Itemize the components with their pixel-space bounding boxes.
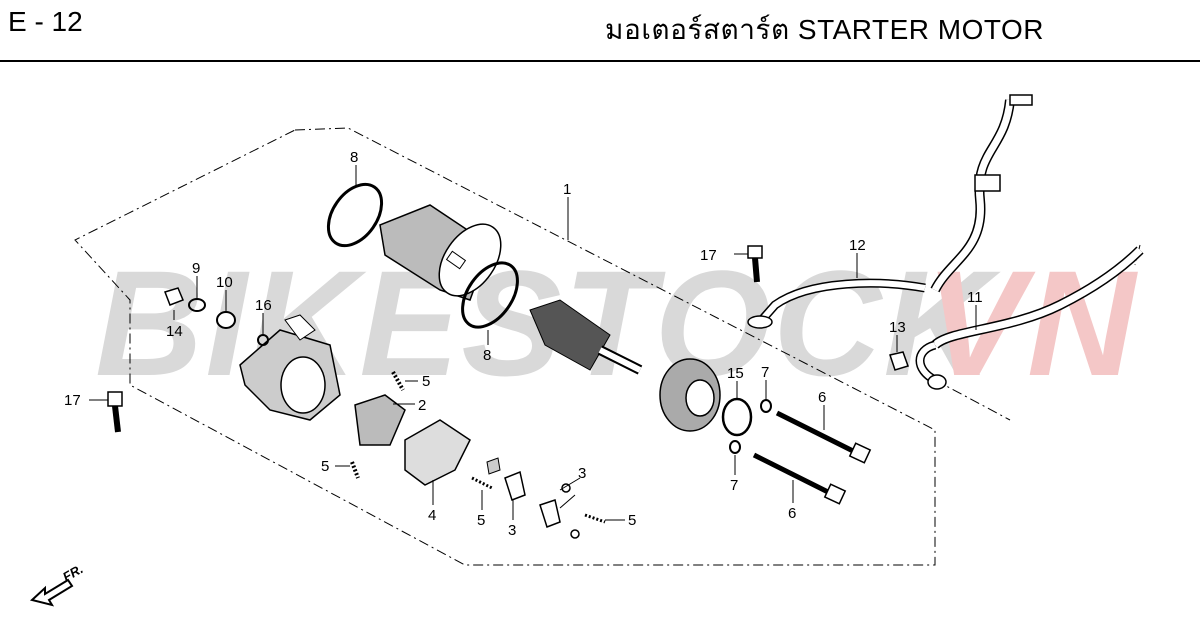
callout-3-right: 3 [578, 465, 586, 482]
callout-16: 16 [255, 297, 272, 314]
callout-6-top: 6 [818, 389, 826, 406]
callout-6-bottom: 6 [788, 505, 796, 522]
brush-set [404, 419, 471, 486]
callout-5-left: 5 [321, 458, 329, 475]
spring-top [391, 371, 405, 391]
callout-8-top: 8 [350, 149, 358, 166]
callout-9: 9 [192, 260, 200, 277]
callout-1: 1 [563, 181, 571, 198]
callout-17-top: 17 [700, 247, 717, 264]
callout-5-right: 5 [628, 512, 636, 529]
callout-8-lower: 8 [483, 347, 491, 364]
screw-b [570, 529, 580, 539]
callout-12: 12 [849, 237, 866, 254]
spring-mid [471, 476, 493, 490]
front-direction-arrow: FR. [29, 561, 86, 607]
terminal-b [539, 499, 561, 528]
o-ring-16 [257, 334, 269, 346]
callout-11: 11 [967, 289, 983, 306]
callout-5-top: 5 [422, 373, 430, 390]
washer-7-bottom [729, 440, 741, 454]
callout-13: 13 [889, 319, 906, 336]
spring-right [584, 513, 606, 524]
nut-13 [889, 351, 909, 371]
leader-lines [89, 165, 977, 521]
spring-left [350, 461, 360, 479]
bushing-10 [216, 311, 236, 329]
nut-14 [164, 287, 184, 306]
rear-cover [239, 314, 341, 421]
callout-7-top: 7 [761, 364, 769, 381]
callout-14: 14 [166, 323, 183, 340]
cable-12 [747, 278, 926, 329]
front-cover [659, 358, 721, 432]
watermark-accent: VN [925, 239, 1138, 407]
screw-a [561, 483, 571, 493]
title-rule [0, 60, 1200, 62]
o-ring-top [326, 182, 384, 248]
callout-4: 4 [428, 507, 436, 524]
motor-housing [379, 204, 502, 301]
page-title: มอเตอร์สตาร์ต STARTER MOTOR [605, 14, 1044, 45]
callout-17-left: 17 [64, 392, 81, 409]
bolt-17-top [747, 245, 763, 283]
callout-7-bottom: 7 [730, 477, 738, 494]
brush-holder [354, 394, 406, 446]
o-ring-lower [461, 261, 519, 329]
callout-10: 10 [216, 274, 233, 291]
bolt-6-top [775, 410, 872, 464]
callout-3-left: 3 [508, 522, 516, 539]
callout-5-mid: 5 [477, 512, 485, 529]
callout-2: 2 [418, 397, 426, 414]
front-direction-label: FR. [60, 561, 86, 584]
armature [529, 299, 643, 375]
outline-right [934, 244, 1141, 421]
bolt-6-bottom [752, 452, 847, 505]
bolt-17-left [107, 391, 123, 433]
terminal-cap [486, 457, 501, 475]
callout-15: 15 [727, 365, 744, 382]
cable-11 [915, 94, 1144, 390]
washer-9 [188, 298, 206, 312]
terminal-a [504, 470, 526, 501]
callouts: 8 1 17 12 9 10 14 16 8 13 11 5 2 15 7 6 … [64, 149, 983, 539]
page-code: E - 12 [8, 6, 83, 37]
